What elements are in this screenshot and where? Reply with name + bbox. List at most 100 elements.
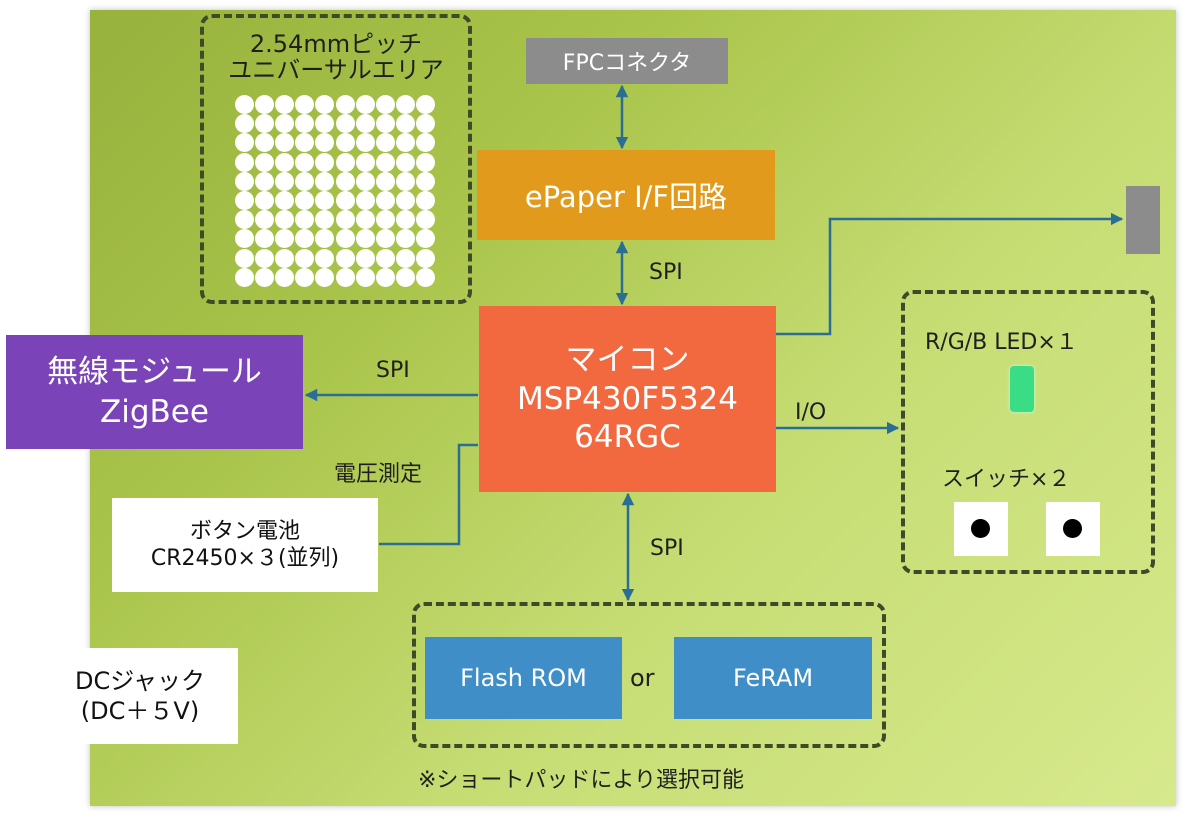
through-hole-dot	[415, 191, 435, 210]
through-hole-dot	[315, 248, 335, 268]
through-hole-dot	[295, 114, 315, 134]
circuit-board: 2.54mmピッチ ユニバーサルエリア FPCコネクタ ePaper I/F回路…	[6, 10, 1176, 806]
through-hole-dot	[275, 133, 295, 153]
through-hole-dot	[355, 267, 375, 287]
through-hole-dot	[295, 133, 315, 153]
through-hole-dot	[295, 152, 315, 172]
through-hole-dot	[315, 210, 335, 230]
through-hole-dot	[335, 114, 355, 134]
through-hole-dot	[355, 210, 375, 230]
switch-2	[1046, 502, 1100, 556]
through-hole-dot	[255, 133, 275, 153]
through-hole-dot	[335, 95, 355, 114]
through-hole-dot	[275, 114, 295, 134]
through-hole-dot	[295, 95, 315, 114]
through-hole-dot	[315, 267, 335, 287]
through-hole-dot	[255, 114, 275, 134]
through-hole-dot	[235, 152, 254, 172]
wireless-module-protocol: ZigBee	[100, 394, 209, 430]
through-hole-dot	[335, 229, 355, 249]
through-hole-dot	[315, 114, 335, 134]
through-hole-dot	[255, 267, 275, 287]
through-hole-dot	[415, 229, 435, 249]
through-hole-dot	[335, 191, 355, 210]
universal-area-label: 2.54mmピッチ ユニバーサルエリア	[228, 30, 444, 84]
through-hole-dot	[295, 171, 315, 191]
through-hole-dot	[335, 133, 355, 153]
through-hole-dot	[255, 210, 275, 230]
fpc-connector-label: FPCコネクタ	[562, 51, 692, 76]
mcu-package: 64RGC	[574, 419, 681, 456]
through-hole-dot	[415, 95, 435, 114]
mcu-block: マイコン MSP430F5324 64RGC	[479, 306, 776, 492]
through-hole-dot	[315, 191, 335, 210]
through-hole-dot	[255, 171, 275, 191]
through-hole-dot	[275, 229, 295, 249]
bus-connections	[304, 84, 1124, 602]
through-hole-dot	[235, 229, 254, 249]
through-hole-dot	[255, 229, 275, 249]
io-label: I/O	[795, 400, 827, 425]
through-hole-dot	[375, 114, 395, 134]
through-hole-dot	[415, 248, 435, 268]
through-hole-dot	[275, 248, 295, 268]
through-hole-dot	[335, 171, 355, 191]
through-hole-dot	[335, 267, 355, 287]
through-hole-dot	[355, 95, 375, 114]
universal-area	[200, 14, 472, 304]
spi-label-epaper: SPI	[649, 260, 683, 285]
through-hole-dot	[415, 171, 435, 191]
rgb-led	[1010, 366, 1034, 412]
through-hole-dot	[235, 210, 254, 230]
through-hole-dot	[375, 267, 395, 287]
io-panel	[901, 290, 1155, 574]
through-hole-dot	[235, 114, 254, 134]
through-hole-dot	[235, 171, 254, 191]
through-hole-dot	[315, 152, 335, 172]
through-hole-dot	[355, 133, 375, 153]
through-hole-dot	[395, 191, 415, 210]
through-hole-dot	[295, 267, 315, 287]
through-hole-dot	[375, 248, 395, 268]
wireless-module-block: 無線モジュール ZigBee	[6, 335, 303, 449]
through-hole-dot	[295, 191, 315, 210]
through-hole-dot	[295, 229, 315, 249]
dot-grid	[235, 95, 435, 287]
through-hole-dot	[355, 171, 375, 191]
through-hole-dot	[375, 95, 395, 114]
through-hole-dot	[395, 267, 415, 287]
through-hole-dot	[235, 248, 254, 268]
through-hole-dot	[355, 152, 375, 172]
switch-1	[954, 502, 1008, 556]
mcu-led-connector-link	[776, 212, 1124, 336]
feram-block: FeRAM	[674, 637, 872, 719]
battery-voltage-link	[379, 443, 478, 546]
through-hole-dot	[235, 133, 254, 153]
through-hole-dot	[315, 95, 335, 114]
voltage-measure-label: 電圧測定	[334, 462, 423, 487]
through-hole-dot	[395, 171, 415, 191]
through-hole-dot	[395, 114, 415, 134]
through-hole-dot	[275, 152, 295, 172]
memory-select-note: ※ショートパッドにより選択可能	[418, 768, 744, 793]
through-hole-dot	[415, 210, 435, 230]
through-hole-dot	[335, 210, 355, 230]
switch-label: スイッチ×２	[942, 467, 1071, 492]
through-hole-dot	[415, 133, 435, 153]
through-hole-dot	[415, 267, 435, 287]
memory-group	[412, 602, 886, 748]
through-hole-dot	[375, 191, 395, 210]
memory-or-label: or	[630, 664, 655, 692]
battery-box: ボタン電池 CR2450×３(並列)	[112, 498, 378, 592]
through-hole-dot	[355, 229, 375, 249]
through-hole-dot	[395, 229, 415, 249]
spi-label-memory: SPI	[650, 536, 684, 561]
through-hole-dot	[415, 152, 435, 172]
through-hole-dot	[355, 114, 375, 134]
through-hole-dot	[275, 171, 295, 191]
through-hole-dot	[375, 210, 395, 230]
through-hole-dot	[275, 191, 295, 210]
through-hole-dot	[255, 248, 275, 268]
fpc-connector: FPCコネクタ	[526, 38, 728, 84]
wireless-module-title: 無線モジュール	[47, 353, 262, 390]
